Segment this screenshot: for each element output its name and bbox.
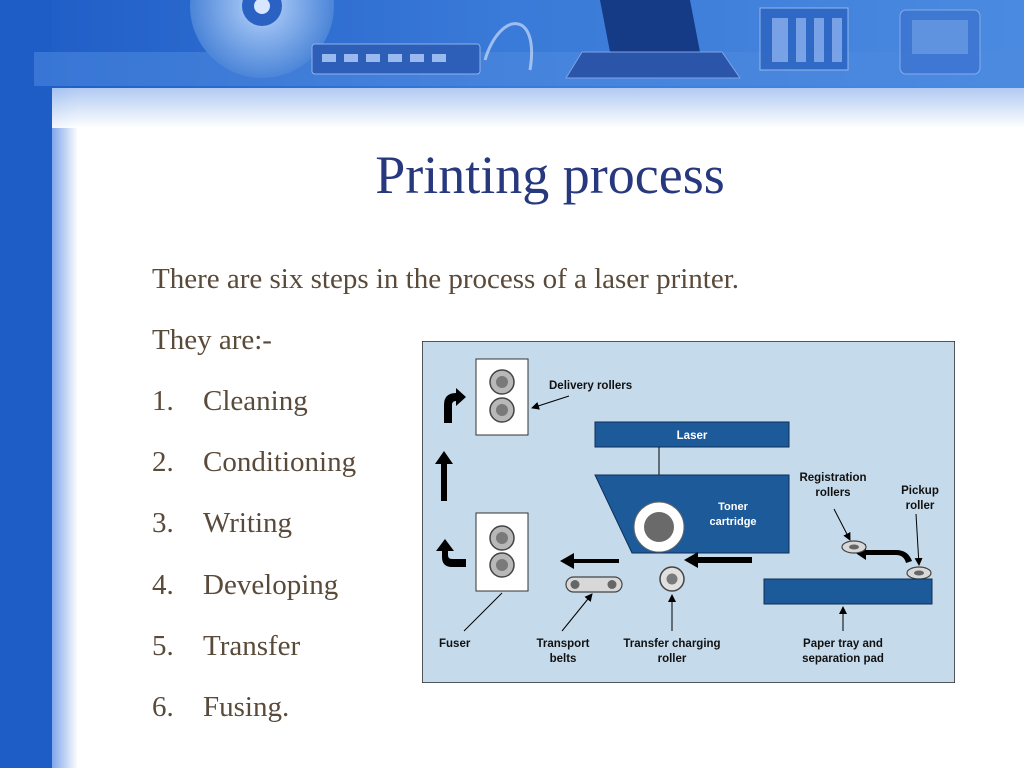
registration-rollers xyxy=(841,540,867,554)
svg-text:separation pad: separation pad xyxy=(802,653,884,665)
svg-text:rollers: rollers xyxy=(815,487,850,499)
list-item: 3. Writing xyxy=(152,507,356,569)
step-label: Writing xyxy=(203,507,293,540)
delivery-rollers xyxy=(475,358,529,436)
list-item: 5. Transfer xyxy=(152,629,356,692)
intro-text-2: They are:- xyxy=(152,324,272,356)
svg-text:Toner: Toner xyxy=(718,501,748,513)
step-number: 4. xyxy=(152,568,174,601)
transport-belts xyxy=(565,576,623,593)
list-item: 4. Developing xyxy=(152,568,356,631)
pickup-roller xyxy=(906,566,932,580)
svg-text:roller: roller xyxy=(906,500,935,512)
fuser xyxy=(475,512,529,592)
curved-arrow-up-right-icon xyxy=(444,388,466,423)
fuser-label: Fuser xyxy=(439,638,471,650)
svg-text:Paper tray and: Paper tray and xyxy=(803,638,883,650)
svg-text:roller: roller xyxy=(658,653,687,665)
laser-label: Laser xyxy=(677,430,708,442)
step-label: Cleaning xyxy=(203,385,308,417)
step-label: Developing xyxy=(203,568,339,601)
step-label: Transfer xyxy=(203,629,301,662)
intro-text: There are six steps in the process of a … xyxy=(152,263,740,295)
arrow-left-icon xyxy=(684,552,752,568)
step-number: 1. xyxy=(152,385,174,417)
slide-title: Printing process xyxy=(375,145,725,205)
arrow-left-icon xyxy=(560,553,619,569)
transfer-charging-roller xyxy=(659,566,685,592)
list-item: 2. Conditioning xyxy=(152,446,357,508)
svg-text:Pickup: Pickup xyxy=(901,485,939,497)
list-item: 6. Fusing. xyxy=(152,690,356,753)
laser-printer-diagram: Delivery rollers Fuser Laser Toner cartr… xyxy=(422,341,955,683)
svg-text:Transfer charging: Transfer charging xyxy=(623,638,720,650)
step-label: Conditioning xyxy=(203,446,357,479)
list-item: 1. Cleaning xyxy=(152,385,356,447)
step-number: 6. xyxy=(152,690,174,723)
step-number: 2. xyxy=(152,446,174,479)
curved-arrow-left-up-icon xyxy=(436,539,466,567)
cd-disc-icon xyxy=(190,0,334,78)
circuit-board-icon xyxy=(759,7,849,71)
svg-text:Transport: Transport xyxy=(536,638,589,650)
laser-unit: Laser xyxy=(594,421,790,448)
delivery-rollers-label: Delivery rollers xyxy=(549,380,632,392)
steps-list: 1. Cleaning 2. Conditioning 3. Writing 4. De… xyxy=(152,385,357,753)
step-label: Fusing. xyxy=(203,690,290,723)
svg-text:cartridge: cartridge xyxy=(709,516,756,528)
laptop-icon xyxy=(565,0,741,79)
arrow-up-icon xyxy=(435,451,453,501)
pda-icon xyxy=(899,9,981,75)
svg-text:belts: belts xyxy=(550,653,577,665)
step-number: 3. xyxy=(152,507,174,540)
paper-tray xyxy=(763,578,933,605)
toner-cartridge: Toner cartridge xyxy=(594,474,790,554)
step-number: 5. xyxy=(152,629,174,662)
svg-text:Registration: Registration xyxy=(799,472,866,484)
curved-arrow-left-icon xyxy=(854,544,912,563)
network-hub-icon xyxy=(311,43,481,75)
